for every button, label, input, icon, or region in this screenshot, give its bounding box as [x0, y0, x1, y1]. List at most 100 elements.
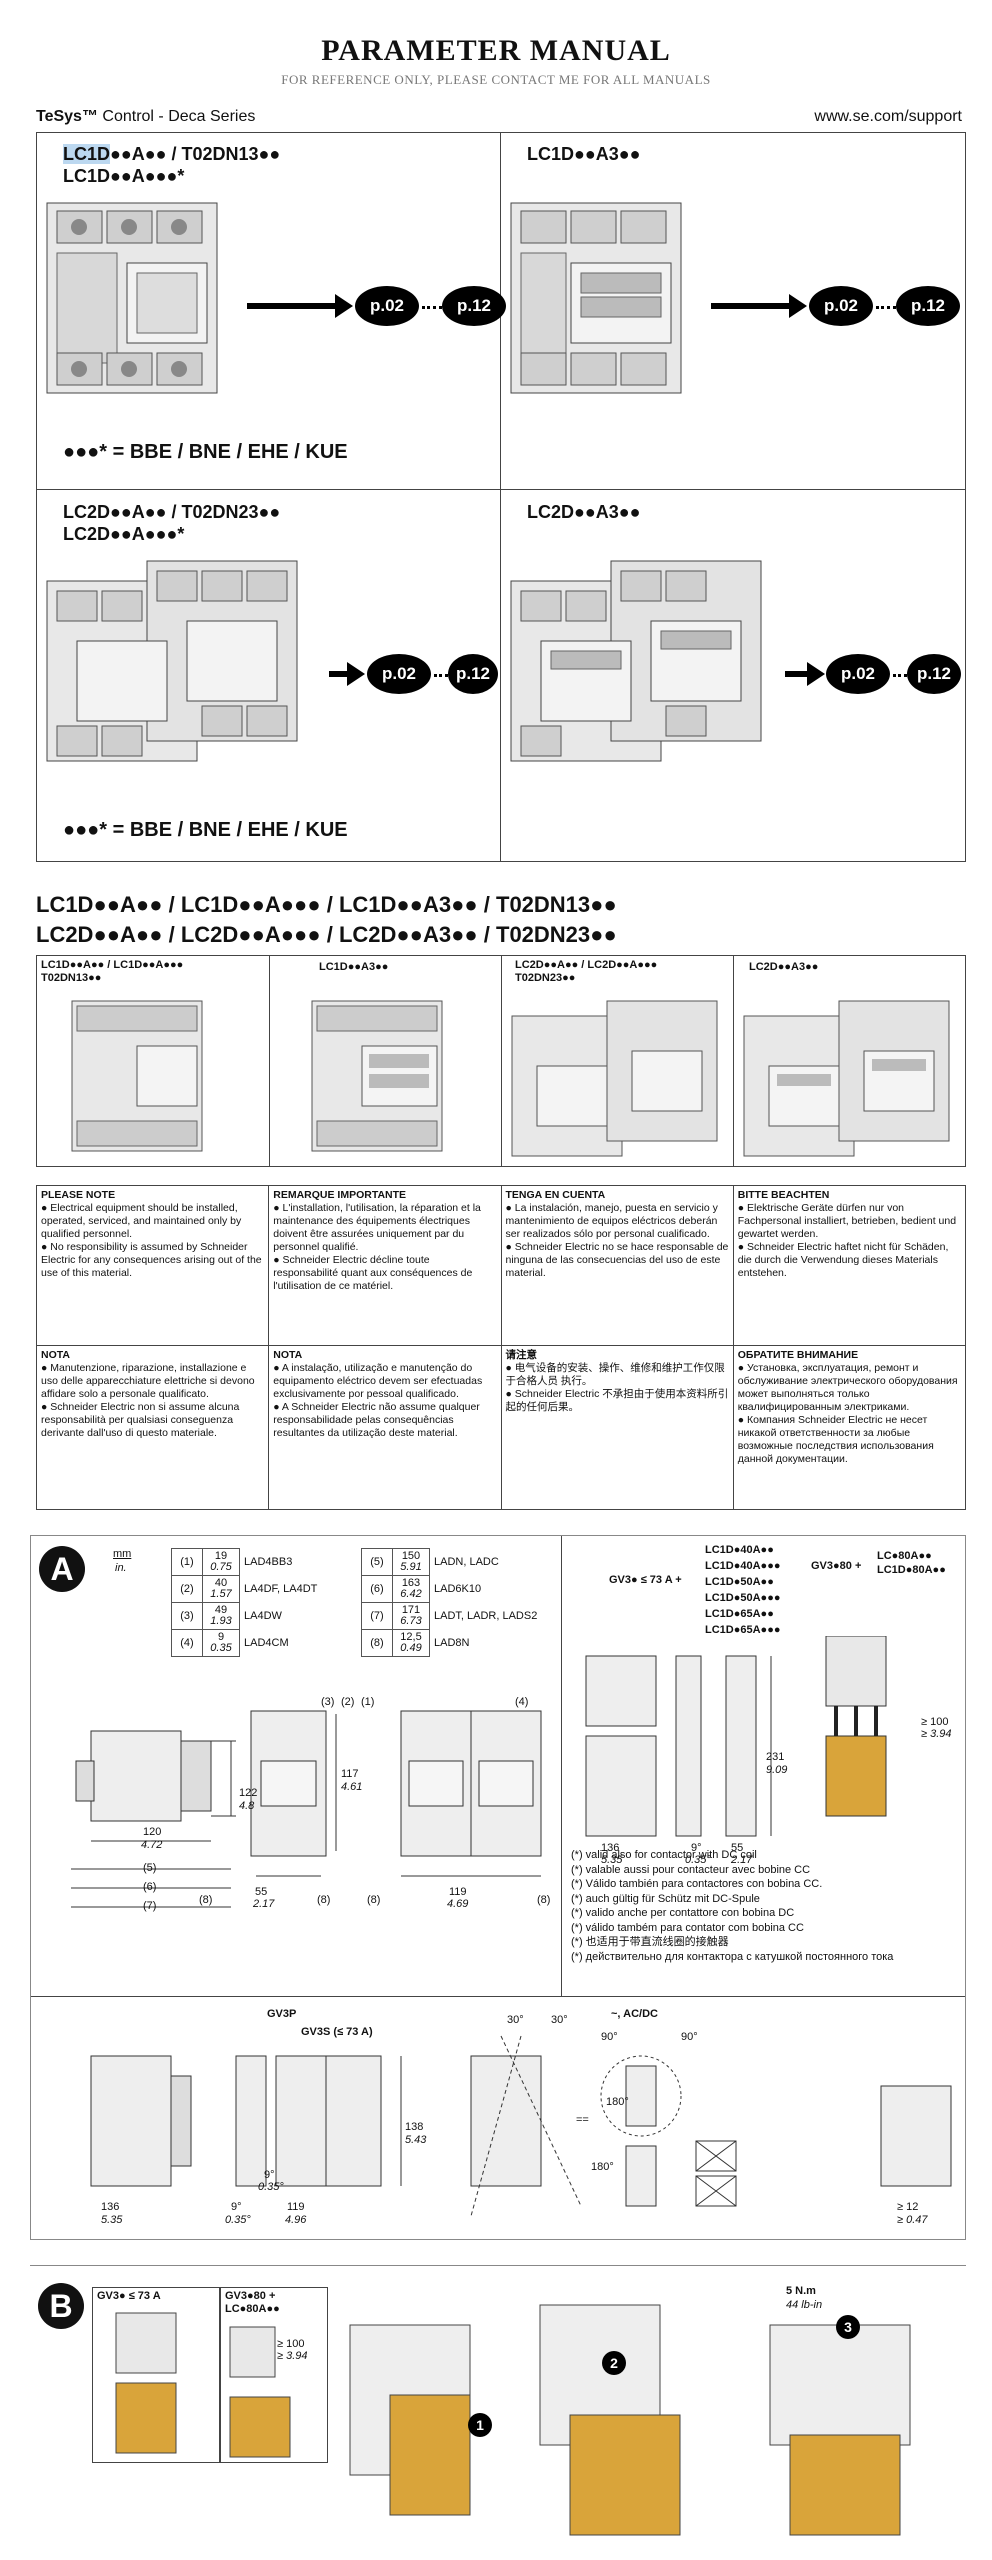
dim-120-in: 4.72 — [141, 1839, 163, 1851]
assembly-steps-illustration — [349, 2304, 911, 2536]
dim-mm: 40 — [214, 1577, 228, 1589]
dim-mm: 19 — [214, 1550, 228, 1562]
gv3-73-label: GV3● ≤ 73 A — [97, 2290, 161, 2302]
dim-119: 119 — [449, 1886, 467, 1898]
dim-mm: 163 — [401, 1577, 421, 1589]
arrow-head — [335, 294, 353, 318]
page-ref-p12[interactable]: p.12 — [448, 654, 498, 694]
dim-100-in: ≥ 3.94 — [921, 1728, 952, 1740]
label-8d: (8) — [537, 1894, 551, 1906]
arrow-head — [347, 662, 365, 686]
label-8c: (8) — [367, 1894, 381, 1906]
code-num: (2) — [171, 1575, 203, 1603]
note-ru: ОБРАТИТЕ ВНИМАНИЕ● Установка, эксплуатац… — [732, 1345, 967, 1510]
gv3-73-illustration — [115, 2312, 177, 2454]
coil-code-footnote: ●●●* = BBE / BNE / EHE / KUE — [63, 819, 348, 841]
gv3s-label: GV3S (≤ 73 A) — [301, 2026, 373, 2038]
dc-coil-notes: (*) valid also for contactor with DC coi… — [571, 1848, 961, 1964]
dotted-connector — [422, 306, 442, 309]
code-num: (5) — [361, 1548, 393, 1576]
notes-row-2: NOTA● Manutenzione, riparazione, install… — [35, 1345, 967, 1510]
code-ref: LAD4BB3 — [244, 1556, 293, 1568]
page-ref-p02[interactable]: p.02 — [355, 286, 419, 326]
page-ref-p12[interactable]: p.12 — [442, 286, 506, 326]
code-ref: LA4DW — [244, 1610, 282, 1622]
dc-note: (*) auch gültig für Schütz mit DC-Spule — [571, 1892, 760, 1905]
page-ref-p02[interactable]: p.02 — [367, 654, 431, 694]
gv3-side-drawing — [90, 2055, 541, 2187]
gv3-ref: LC1D●40A●●● — [705, 1560, 781, 1572]
code-ref: LADN, LADC — [434, 1556, 499, 1568]
step-3-badge: 3 — [836, 2315, 860, 2339]
note-body: ● L'installation, l'utilisation, la répa… — [273, 1202, 481, 1292]
label-2: (2) — [341, 1696, 355, 1708]
label-6: (6) — [143, 1881, 157, 1893]
gv3-80-box: GV3●80 + LC●80A●● ≥ 100 ≥ 3.94 — [220, 2287, 328, 2463]
thumb-lc1d-a3 — [311, 1000, 443, 1152]
label-8a: (8) — [199, 1894, 213, 1906]
highlighted-model: LC1D — [63, 144, 111, 164]
thumb-lc1d — [71, 1000, 203, 1152]
panel-2-title: LC1D●●A3●● — [527, 144, 641, 164]
note-body: ● Elektrische Geräte dürfen nur von Fach… — [737, 1202, 957, 1279]
torque-value-in: 44 lb-in — [786, 2299, 823, 2311]
series-name: TeSys™ Control - Deca Series — [36, 108, 255, 126]
dim-55b-in: 2.17 — [731, 1854, 753, 1866]
gv3-80-ref1: LC●80A●● — [877, 1550, 932, 1562]
gv3-80-illustration — [229, 2326, 291, 2458]
gv3-80-ref2: LC1D●80A●● — [877, 1564, 946, 1576]
thumb-lc2d — [511, 1000, 718, 1157]
note-body: ● Установка, эксплуатация, ремонт и обсл… — [737, 1362, 958, 1465]
dc-note: (*) valable aussi pour contacteur avec b… — [571, 1863, 811, 1876]
page-ref-p12[interactable]: p.12 — [896, 286, 960, 326]
dim-in: 1.57 — [210, 1588, 232, 1600]
torque-value: 5 N.m — [786, 2285, 816, 2297]
dim-55-in: 2.17 — [253, 1898, 275, 1910]
grid-divider-horizontal — [37, 489, 965, 490]
dim-12-in: ≥ 0.47 — [897, 2214, 928, 2226]
gv3-ref: LC1D●40A●● — [705, 1544, 774, 1556]
code-num: (1) — [171, 1548, 203, 1576]
dim-136-in: 5.35 — [601, 1854, 623, 1866]
dotted-connector — [876, 306, 896, 309]
dim-119b-in: 4.96 — [285, 2214, 307, 2226]
thumb-lc2d-a3 — [743, 1000, 950, 1157]
support-url[interactable]: www.se.com/support — [814, 108, 962, 125]
dim-231-in: 9.09 — [766, 1764, 788, 1776]
img-caption-4: LC2D●●A3●● — [749, 961, 819, 973]
page-ref-p02[interactable]: p.02 — [809, 286, 873, 326]
dc-symbol: == — [576, 2114, 589, 2126]
page-ref-p02[interactable]: p.02 — [826, 654, 890, 694]
code-ref: LAD6K10 — [434, 1583, 482, 1595]
dim-in: 6.42 — [400, 1588, 422, 1600]
note-en: PLEASE NOTE● Electrical equipment should… — [35, 1185, 270, 1346]
dim-231: 231 — [766, 1751, 785, 1763]
gv3-80-label-b: GV3●80 + — [225, 2290, 276, 2302]
img-caption-3a: LC2D●●A●● / LC2D●●A●●● — [515, 959, 658, 971]
note-head: ОБРАТИТЕ ВНИМАНИЕ — [737, 1349, 859, 1361]
page-ref-p12[interactable]: p.12 — [907, 654, 961, 694]
gv3-mounting-drawing — [585, 1636, 887, 1837]
label-5: (5) — [143, 1862, 157, 1874]
step-2-badge: 2 — [602, 2351, 626, 2375]
dim-in: 6.73 — [400, 1615, 422, 1627]
ac-dc-label: ~, AC/DC — [611, 2008, 658, 2020]
angle-90a: 90° — [601, 2031, 618, 2043]
code-ref: LAD8N — [434, 1637, 470, 1649]
section-a-badge: A — [39, 1546, 85, 1592]
dim-12: ≥ 12 — [897, 2201, 919, 2213]
dim-in: 5.91 — [400, 1561, 422, 1573]
row-divider — [733, 956, 734, 1166]
dim-117-in: 4.61 — [341, 1781, 363, 1793]
brand-name: TeSys™ — [36, 108, 98, 125]
section-b-separator — [30, 2265, 966, 2266]
dim-in: 0.75 — [210, 1561, 232, 1573]
dim-119b: 119 — [287, 2201, 305, 2213]
